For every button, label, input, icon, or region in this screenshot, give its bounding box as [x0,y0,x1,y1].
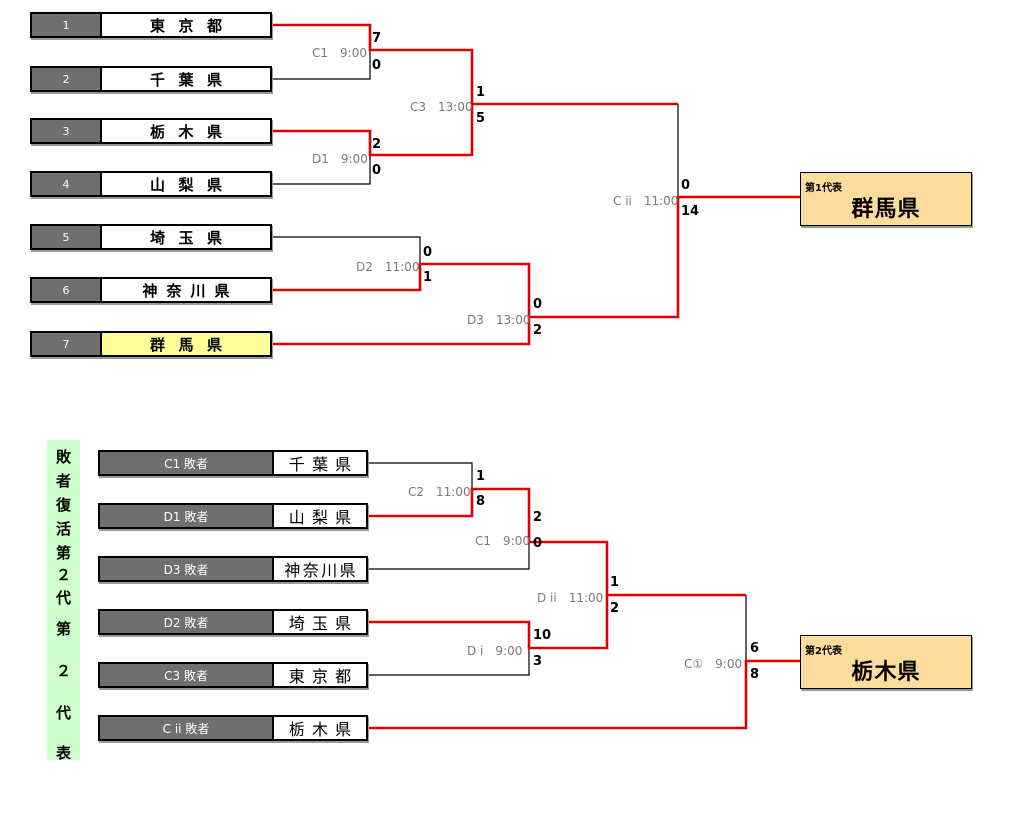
match-score: 2 [533,510,543,525]
match-label: C① 9:00 [684,657,743,671]
representative-title: 第2代表 [805,646,842,657]
team-name: 千葉県 [288,455,359,474]
loser-label: D1 敗者 [100,505,274,527]
side-char: 第 [55,544,71,562]
match-label: D ii 11:00 [537,591,604,605]
match-score: 1 [476,469,486,484]
team-name: 群馬県 [102,333,270,355]
side-char: 者 [55,472,71,490]
match-score: 3 [533,654,543,669]
team-entry-1: 1 東京都 [30,12,272,38]
team-name: 埼玉県 [149,228,236,247]
repechage-entry-5: C3 敗者 東京都 [98,662,368,688]
match-score: 0 [372,163,382,178]
match-label: D3 13:00 [467,313,531,327]
team-name: 栃木県 [149,122,236,141]
side-char: 復 [55,496,71,514]
repechage-entry-1: C1 敗者 千葉県 [98,450,368,476]
loser-label: C1 敗者 [100,452,274,474]
repechage-entry-3: D3 敗者 神奈川県 [98,556,368,582]
match-label: C1 9:00 [475,534,530,548]
team-name: 東京都 [149,16,236,35]
match-score: 5 [476,111,486,126]
match-label: C2 11:00 [408,485,471,499]
team-name: 神奈川県 [284,561,358,580]
seed-number: 5 [32,226,102,248]
side-char: 敗 [55,448,71,466]
side-char: ２ [55,662,71,680]
loser-label: D2 敗者 [100,611,274,633]
repechage-side-label: 敗 者 復 活 第 ２ 代 第 ２ 代 表 [47,440,80,762]
representative-title: 第1代表 [805,183,842,194]
team-name: 埼玉県 [288,614,359,633]
team-name: 栃木県 [288,720,359,739]
team-entry-7: 7 群馬県 [30,331,272,357]
seed-number: 4 [32,173,102,195]
match-label: D i 9:00 [467,644,523,658]
match-label: C ii 11:00 [613,194,679,208]
side-char: 活 [55,520,71,538]
representative-name: 群馬県 [851,197,921,222]
side-char: 代 [55,589,71,607]
match-score: 1 [423,270,433,285]
team-name: 東京都 [288,667,359,686]
match-score: 2 [610,601,620,616]
seed-number: 3 [32,120,102,142]
match-score: 10 [533,628,552,643]
match-score: 0 [533,536,543,551]
team-entry-4: 4 山梨県 [30,171,272,197]
representative-name: 栃木県 [851,660,921,685]
repechage-entry-6: C ii 敗者 栃木県 [98,715,368,741]
team-name: 千葉県 [149,70,236,89]
side-char: 第 [55,620,71,638]
match-label: D1 9:00 [312,152,368,166]
loser-label: C3 敗者 [100,664,274,686]
match-score: 2 [533,323,543,338]
side-char: ２ [55,566,71,584]
match-score: 0 [533,297,543,312]
seed-number: 1 [32,14,102,36]
team-entry-6: 6 神奈川県 [30,277,272,303]
side-char: 表 [55,744,71,762]
match-score: 6 [750,641,760,656]
team-name: 山梨県 [149,175,236,194]
match-score: 1 [610,575,620,590]
match-score: 8 [750,667,760,682]
seed-number: 6 [32,279,102,301]
team-entry-5: 5 埼玉県 [30,224,272,250]
team-name: 山梨県 [288,508,359,527]
seed-number: 2 [32,68,102,90]
loser-label: D3 敗者 [100,558,274,580]
match-score: 7 [372,31,382,46]
side-char: 代 [55,704,71,722]
loser-label: C ii 敗者 [100,717,274,739]
match-label: C3 13:00 [410,100,473,114]
match-score: 0 [423,245,433,260]
seed-number: 7 [32,333,102,355]
team-entry-2: 2 千葉県 [30,66,272,92]
second-representative-box: 第2代表 栃木県 [800,635,972,689]
match-score: 0 [681,178,691,193]
match-label: D2 11:00 [356,260,420,274]
first-representative-box: 第1代表 群馬県 [800,172,972,226]
match-score: 14 [681,204,700,219]
team-name: 神奈川県 [142,281,239,300]
repechage-entry-2: D1 敗者 山梨県 [98,503,368,529]
match-score: 8 [476,494,486,509]
repechage-entry-4: D2 敗者 埼玉県 [98,609,368,635]
team-entry-3: 3 栃木県 [30,118,272,144]
match-score: 1 [476,85,486,100]
match-label: C1 9:00 [312,46,367,60]
match-score: 0 [372,58,382,73]
match-score: 2 [372,137,382,152]
